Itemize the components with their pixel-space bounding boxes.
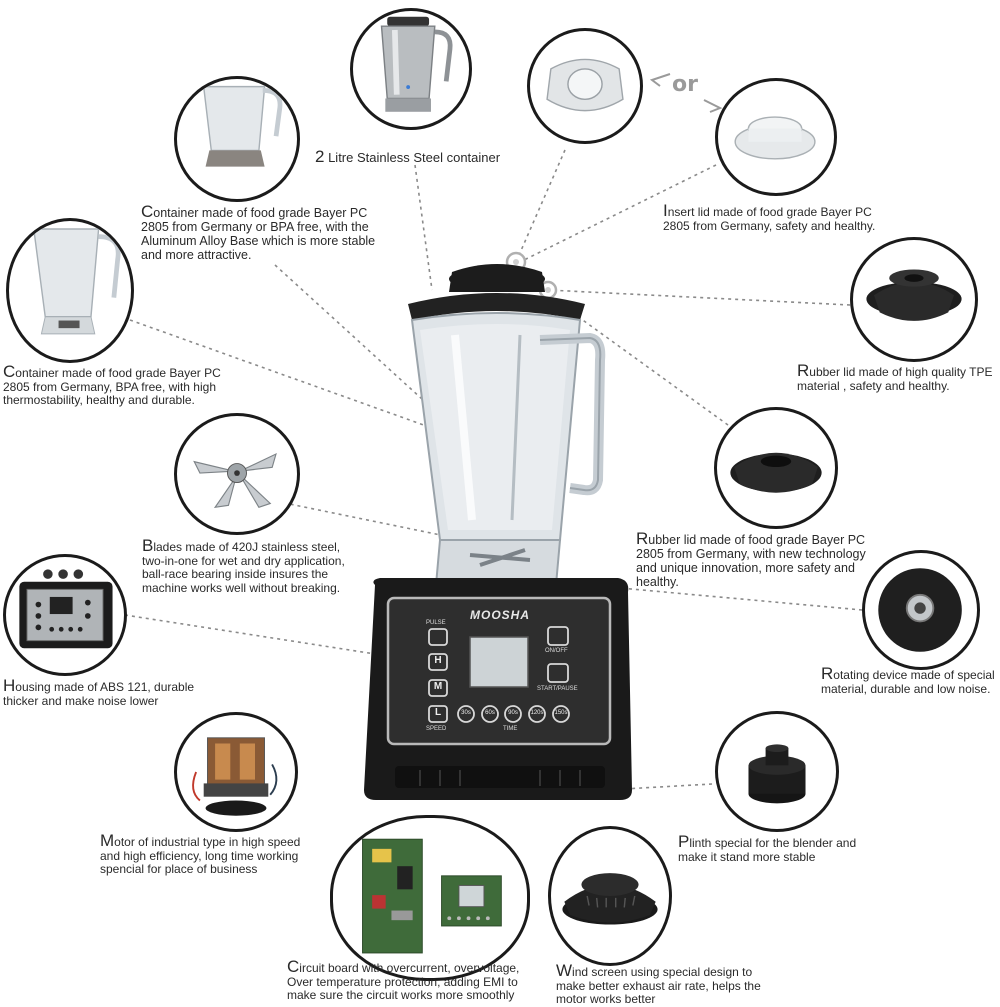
panel-time-label: TIME [503, 726, 518, 732]
stainless-jar-image [350, 8, 472, 130]
insert-lid-image [715, 78, 837, 196]
caption-plinth: Plinth special for the blender and make … [678, 832, 857, 864]
caption-blades: Blades made of 420J stainless steel, two… [142, 536, 345, 595]
caption-rotating-device: Rotating device made of special material… [821, 664, 995, 696]
panel-speed-m: M [433, 681, 443, 692]
wind-screen-image [548, 826, 672, 966]
rubber-lid-pc-image [714, 407, 838, 529]
panel-pulse-label: PULSE [426, 620, 446, 626]
caption-rubber-lid-tpe: Rubber lid made of high quality TPE mate… [797, 361, 993, 393]
circuit-board-image [330, 815, 530, 981]
panel-time-30: 30s [461, 710, 471, 716]
caption-container-top: Container made of food grade Bayer PC 28… [141, 202, 376, 263]
panel-speed-l: L [434, 707, 442, 718]
plinth-image [715, 711, 839, 832]
caption-housing: Housing made of ABS 121, durable thicker… [3, 676, 195, 708]
caption-container-left: Container made of food grade Bayer PC 28… [3, 362, 221, 407]
motor-image [174, 712, 298, 832]
panel-time-120: 120s [530, 710, 544, 716]
insert-lid-top-image [527, 28, 643, 144]
rubber-lid-tpe-image [850, 237, 978, 362]
blades-image [174, 413, 300, 535]
caption-circuit-board: Circuit board with overcurrent, overvolt… [287, 957, 520, 1002]
caption-rubber-lid-pc: Rubber lid made of food grade Bayer PC 2… [636, 529, 866, 590]
clear-container-image [6, 218, 134, 363]
caption-insert-lid: Insert lid made of food grade Bayer PC 2… [663, 201, 876, 233]
panel-time-90: 90s [508, 710, 518, 716]
panel-time-150: 150s [554, 710, 568, 716]
clear-jar-grey-base-image [174, 76, 300, 202]
or-label: or [672, 72, 698, 97]
caption-motor: Motor of industrial type in high speed a… [100, 831, 301, 876]
panel-time-60: 60s [485, 710, 495, 716]
housing-image [3, 554, 127, 676]
panel-speed-label: SPEED [426, 726, 447, 732]
or-arrows [649, 73, 723, 113]
caption-stainless-container: 2 Litre Stainless Steel container [315, 147, 501, 166]
caption-wind-screen: Wind screen using special design to make… [556, 961, 761, 1006]
panel-startpause-label: START/PAUSE [537, 686, 578, 692]
panel-onoff-label: ON/OFF [545, 648, 568, 654]
panel-speed-h: H [434, 655, 442, 666]
brand-logo: MOOSHA [470, 608, 530, 622]
rotating-device-image [862, 550, 980, 670]
